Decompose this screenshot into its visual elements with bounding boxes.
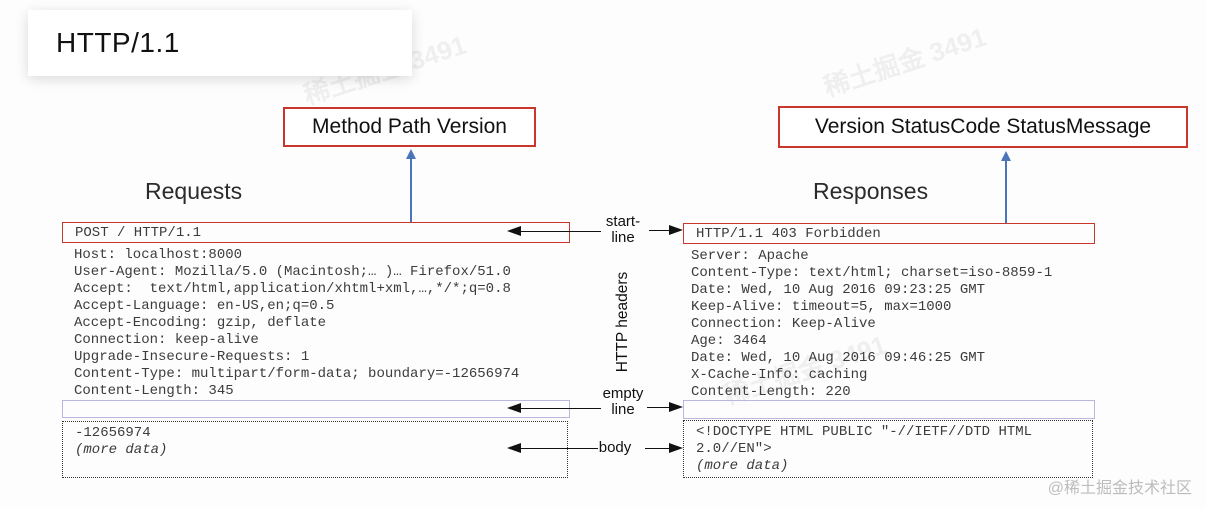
response-header-line: Date: Wed, 10 Aug 2016 09:23:25 GMT [691,282,986,298]
up-arrow-icon [1000,151,1012,224]
request-body-line: -12656974 [75,425,151,441]
request-header-line: Connection: keep-alive [74,332,259,348]
left-arrow-icon [507,443,598,453]
body-label: body [598,439,632,456]
response-body-line: <!DOCTYPE HTML PUBLIC "-//IETF//DTD HTML [696,424,1033,440]
callout-label: Method Path Version [312,115,507,138]
responses-heading: Responses [813,178,929,204]
empty-line-label: empty line [602,385,644,418]
request-header-line: Accept: text/html,application/xhtml+xml,… [74,281,511,297]
response-start-line-box: HTTP/1.1 403 Forbidden [683,223,1095,244]
response-header-line: Connection: Keep-Alive [691,316,876,332]
right-arrow-icon [649,225,683,235]
request-body-box: -12656974 (more data) [62,421,568,478]
callout-label: Version StatusCode StatusMessage [814,115,1152,138]
up-arrow-icon [405,149,417,222]
request-header-line: Content-Length: 345 [74,383,234,399]
requests-heading: Requests [145,178,243,204]
response-header-line: Keep-Alive: timeout=5, max=1000 [691,299,952,315]
request-header-line: Upgrade-Insecure-Requests: 1 [74,349,310,365]
page-title: HTTP/1.1 [56,27,180,58]
left-arrow-icon [507,403,601,413]
response-body-box: <!DOCTYPE HTML PUBLIC "-//IETF//DTD HTML… [683,420,1093,478]
response-headers-block: Server: Apache Content-Type: text/html; … [691,248,1095,401]
callout-version-statuscode-statusmessage: Version StatusCode StatusMessage [778,106,1188,148]
request-header-line: User-Agent: Mozilla/5.0 (Macintosh;… )… … [74,264,511,280]
request-header-line: Content-Type: multipart/form-data; bound… [74,366,520,382]
response-empty-line-box [683,400,1095,419]
request-empty-line-box [62,400,570,418]
request-start-line-box: POST / HTTP/1.1 [62,222,570,243]
response-start-line: HTTP/1.1 403 Forbidden [696,225,881,242]
request-headers-block: Host: localhost:8000 User-Agent: Mozilla… [74,247,570,400]
http-headers-label: HTTP headers [614,271,631,373]
response-header-line: Content-Type: text/html; charset=iso-885… [691,265,1053,281]
request-body-more: (more data) [75,442,168,458]
request-header-line: Accept-Language: en-US,en;q=0.5 [74,298,335,314]
request-header-line: Host: localhost:8000 [74,247,243,263]
arrowhead [406,149,416,159]
response-header-line: Age: 3464 [691,333,767,349]
watermark-badge: @稀土掘金技术社区 [1047,480,1192,497]
response-header-line: Date: Wed, 10 Aug 2016 09:46:25 GMT [691,350,986,366]
left-arrow-icon [507,226,601,236]
right-arrow-icon [645,443,683,453]
response-body-line: 2.0//EN"> [696,441,772,457]
response-body-more: (more data) [696,458,789,474]
request-start-line: POST / HTTP/1.1 [75,224,202,241]
arrow-shaft [1004,161,1008,224]
arrow-shaft [409,159,413,222]
response-header-line: Server: Apache [691,248,809,264]
start-line-label: start- line [605,213,641,246]
arrowhead [1001,151,1011,161]
watermark-stamp: 稀土掘金 3491 [819,21,991,103]
right-arrow-icon [647,402,683,412]
callout-method-path-version: Method Path Version [283,107,536,147]
response-header-line: Content-Length: 220 [691,384,851,400]
request-header-line: Accept-Encoding: gzip, deflate [74,315,327,331]
page-title-card: HTTP/1.1 [28,10,412,76]
response-header-line: X-Cache-Info: caching [691,367,868,383]
